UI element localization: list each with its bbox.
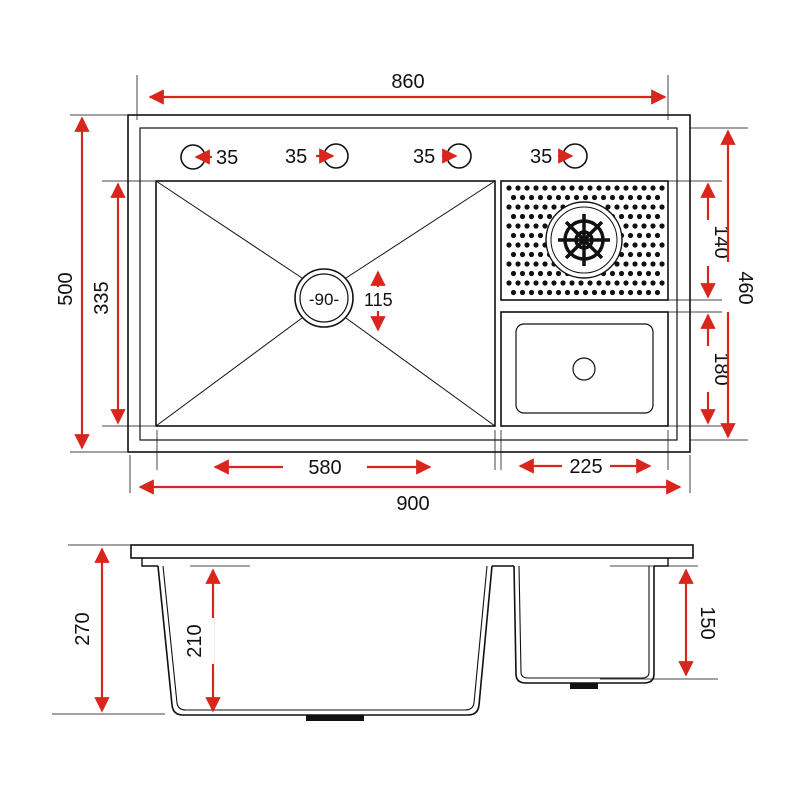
side-extension-lines: [52, 544, 718, 715]
tap-hole-2-label: 35: [285, 146, 307, 168]
outer-width-label: 900: [396, 493, 429, 515]
sink-outer-rim: [127, 114, 691, 453]
dim-main-bowl-height: 335: [91, 182, 126, 425]
overall-height-label: 500: [55, 272, 77, 305]
dim-inner-height: 460: [720, 129, 756, 439]
dim-side-bowl-depth: 150: [678, 568, 718, 677]
dim-side-bowl-width: 225: [518, 456, 652, 478]
dim-side-bowl-height: 180: [697, 313, 732, 425]
main-bowl-depth-label: 210: [184, 624, 206, 657]
side-deck-plate: [130, 544, 694, 559]
main-bowl-height-label: 335: [91, 281, 113, 314]
side-bowl: [500, 311, 669, 427]
dim-outer-width: 900: [138, 479, 682, 515]
top-view: -90- 35: [55, 71, 756, 515]
inner-height-label: 460: [734, 271, 756, 304]
tap-hole-1-label: 35: [216, 147, 238, 169]
rinser-spokes-icon: [558, 214, 610, 266]
side-small-bowl: [513, 565, 655, 689]
main-bowl-drain-outlet: [306, 715, 364, 721]
side-bowl-depth-label: 150: [696, 606, 718, 639]
tap-hole-4-label: 35: [530, 146, 552, 168]
drainer-area: [500, 180, 669, 301]
dim-drain-offset: 115: [362, 270, 398, 332]
side-bowl-width-label: 225: [569, 456, 602, 478]
dim-overall-height: 500: [55, 116, 90, 450]
main-drain: [294, 268, 354, 328]
side-drain: [572, 357, 596, 381]
side-bowl-drain-outlet: [570, 683, 598, 689]
total-depth-label: 270: [72, 612, 94, 645]
drain-size-label: -90-: [309, 290, 339, 309]
overall-width-label: 860: [391, 71, 424, 93]
dim-main-bowl-depth: 210: [184, 568, 221, 713]
side-main-bowl: [157, 565, 514, 721]
dim-overall-width: 860: [148, 71, 667, 105]
sink-deck: [139, 127, 678, 441]
dim-total-depth: 270: [72, 547, 110, 713]
main-bowl-width-label: 580: [308, 457, 341, 479]
tap-holes: 35 35 35 35: [180, 143, 588, 170]
side-view: 270 210 150: [52, 544, 718, 721]
dim-main-bowl-width: 580: [213, 457, 432, 479]
main-bowl: -90-: [155, 180, 496, 427]
tap-hole-3-label: 35: [413, 146, 435, 168]
drain-offset-label: 115: [364, 290, 393, 310]
